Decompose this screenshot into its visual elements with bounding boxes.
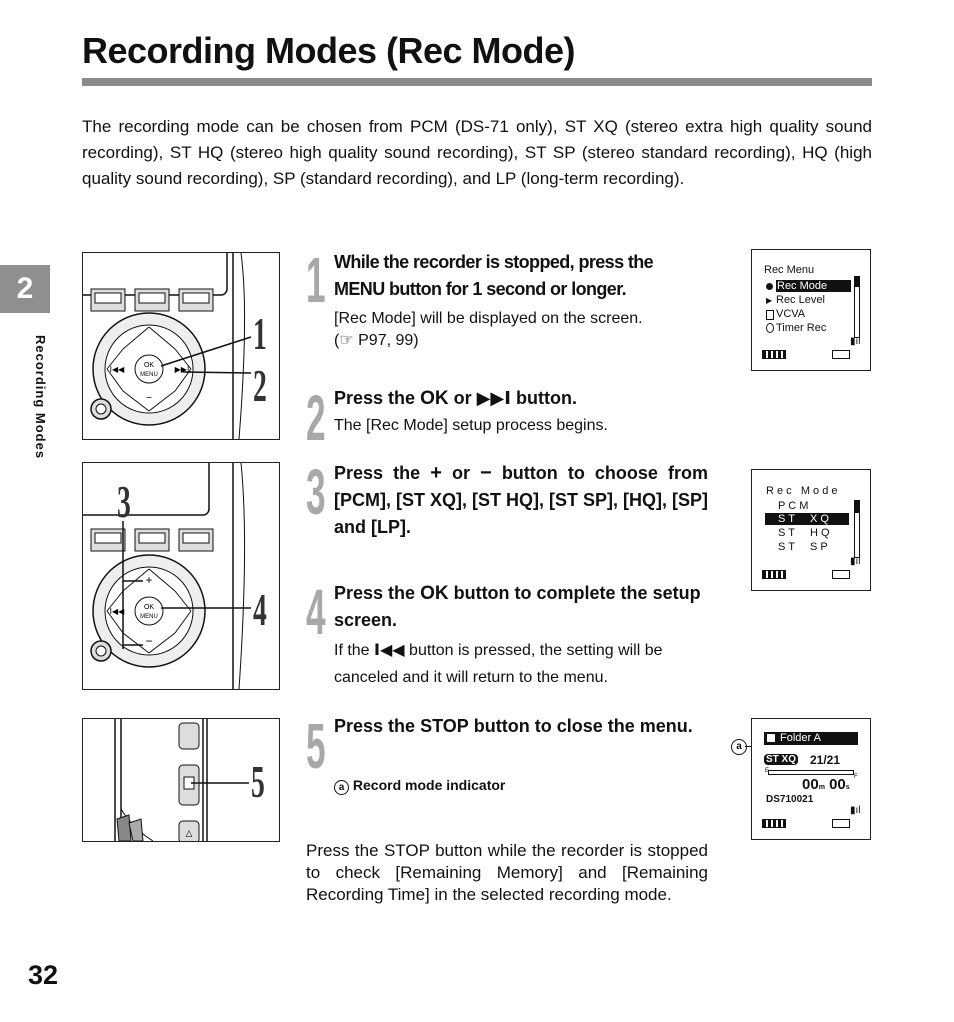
- step-5-heading: Press the STOP button to close the menu.: [334, 716, 693, 736]
- step-number-5: 5: [306, 710, 326, 782]
- svg-text:MENU: MENU: [140, 372, 158, 378]
- lcd-menu-item: VCVA: [776, 308, 806, 320]
- svg-text:−: −: [145, 634, 152, 648]
- callout-a-marker: a: [731, 739, 747, 755]
- lcd-scrollbar: [854, 276, 860, 338]
- svg-text:+: +: [145, 573, 152, 587]
- step-1-heading: While the recorder is stopped, press the…: [334, 252, 654, 299]
- step-3-heading: Press the + or − button to choose from […: [334, 462, 708, 537]
- svg-text:MENU: MENU: [140, 614, 158, 620]
- step-4-heading: Press the OK button to complete the setu…: [334, 583, 701, 630]
- record-mode-indicator-note: a Record mode indicator: [334, 777, 505, 795]
- device-illustration-select: OK MENU + − I◀◀ 3 4: [82, 462, 280, 690]
- chapter-tab: 2: [0, 265, 50, 313]
- device-illustration-menu: OK MENU I◀◀ ▶▶I − 1 2: [82, 252, 280, 440]
- memory-bar-empty-label: E: [765, 768, 770, 774]
- lcd-title: R e c M o d e: [766, 485, 838, 497]
- step-2-heading: Press the OK or ▶▶I button.: [334, 388, 577, 409]
- callout-3: 3: [117, 476, 131, 527]
- svg-text:▶▶I: ▶▶I: [175, 365, 190, 374]
- lcd-folder: Folder A: [764, 732, 858, 745]
- recorder-front-drawing: OK MENU + − I◀◀: [83, 463, 251, 689]
- lcd-mode-option: S T H Q: [778, 527, 830, 539]
- page-number: 32: [28, 960, 59, 990]
- record-icon: [766, 283, 773, 290]
- battery-icon: [762, 570, 786, 579]
- battery-icon: [762, 819, 786, 828]
- recorder-front-drawing: OK MENU I◀◀ ▶▶I −: [83, 253, 252, 439]
- lcd-rec-mode: R e c M o d e P C M S T X Q S T H Q S T …: [751, 469, 871, 591]
- lcd-stop-screen: Folder A ST XQ 21/21 E F 00m 00s DS71002…: [751, 718, 871, 840]
- step-1-detail: [Rec Mode] will be displayed on the scre…: [334, 310, 643, 349]
- lcd-mode-option-selected: S T X Q: [765, 513, 849, 525]
- lcd-mode-option: S T S P: [778, 541, 828, 553]
- svg-text:I◀◀: I◀◀: [110, 365, 126, 374]
- memory-bar: [768, 770, 854, 775]
- list-icon: [766, 310, 774, 320]
- svg-text:△: △: [186, 829, 193, 839]
- mode-icon: [832, 570, 850, 579]
- lcd-title: Rec Menu: [764, 264, 815, 276]
- folder-icon: [767, 734, 775, 742]
- callout-2: 2: [253, 360, 267, 411]
- step-number-2: 2: [306, 382, 326, 454]
- file-count: 21/21: [810, 753, 841, 767]
- elapsed-time: 00m 00s: [802, 776, 850, 793]
- timer-icon: [766, 323, 774, 333]
- step-number-4: 4: [306, 576, 326, 648]
- svg-text:OK: OK: [144, 604, 154, 611]
- step-number-3: 3: [306, 456, 326, 528]
- device-illustration-side: △ 5: [82, 718, 280, 842]
- recorder-side-drawing: △: [114, 719, 249, 841]
- lcd-menu-item: Rec Level: [776, 294, 825, 306]
- step-number-1: 1: [306, 244, 326, 316]
- play-icon: ▶: [766, 296, 773, 305]
- svg-text:−: −: [146, 393, 152, 404]
- chapter-side-label: Recording Modes: [33, 335, 48, 460]
- intro-paragraph: The recording mode can be chosen from PC…: [82, 117, 872, 188]
- callout-5: 5: [251, 756, 265, 807]
- title-rule: [82, 78, 872, 86]
- lcd-mode-option: P C M: [778, 500, 809, 512]
- memory-bar-full-label: F: [854, 774, 858, 780]
- mode-icon: [832, 350, 850, 359]
- svg-text:OK: OK: [144, 362, 154, 369]
- lcd-rec-menu: Rec Menu Rec Mode Rec Level VCVA Timer R…: [751, 249, 871, 371]
- mode-icon: [832, 819, 850, 828]
- callout-1: 1: [253, 308, 267, 359]
- step-2-detail: The [Rec Mode] setup process begins.: [334, 417, 608, 434]
- battery-icon: [762, 350, 786, 359]
- file-name: DS710021: [766, 794, 814, 805]
- lcd-scrollbar: [854, 500, 860, 558]
- rec-mode-indicator: ST XQ: [764, 754, 799, 765]
- callout-4: 4: [253, 584, 267, 635]
- step-4-detail: If the I◀◀ button is pressed, the settin…: [334, 640, 663, 686]
- mic-sensitivity-icon: ▮ıl: [850, 336, 861, 347]
- mic-sensitivity-icon: ▮ıl: [850, 556, 861, 567]
- svg-text:I◀◀: I◀◀: [110, 607, 126, 616]
- lcd-menu-item: Timer Rec: [776, 322, 827, 334]
- mic-sensitivity-icon: ▮ıl: [850, 805, 861, 816]
- page-title: Recording Modes (Rec Mode): [82, 30, 576, 71]
- lcd-menu-item: Rec Mode: [776, 280, 851, 292]
- closing-paragraph: Press the STOP button while the recorder…: [306, 841, 708, 904]
